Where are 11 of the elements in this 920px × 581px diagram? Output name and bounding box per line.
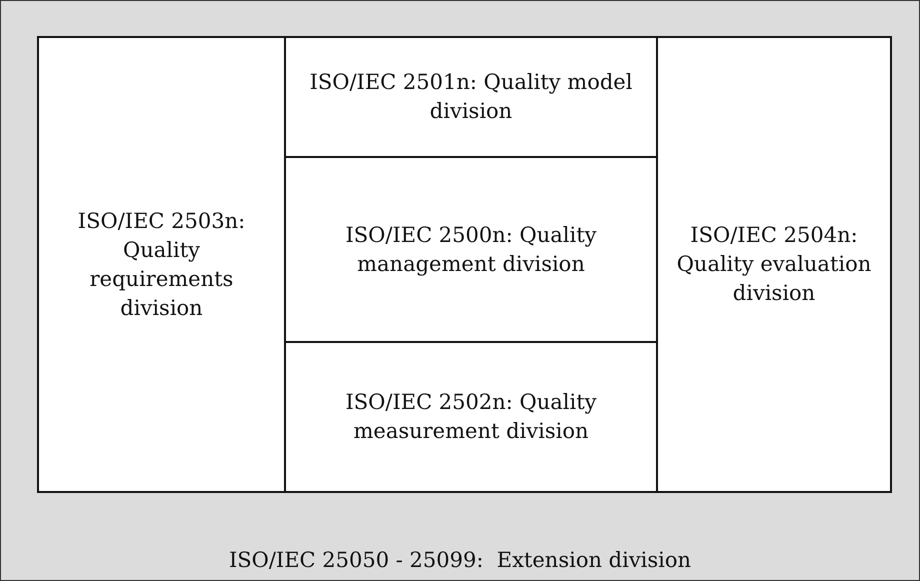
division-label: ISO/IEC 2500n: Quality management division (344, 222, 598, 278)
division-label: ISO/IEC 2504n: Quality evaluation division (676, 222, 872, 307)
division-box (284, 156, 658, 343)
division-box (656, 36, 892, 493)
division-label: ISO/IEC 2502n: Quality measurement division (344, 389, 598, 445)
division-label: ISO/IEC 2503n: Quality requirements division (76, 208, 246, 322)
division-box (37, 36, 286, 493)
division-box (284, 36, 658, 158)
division-box (284, 341, 658, 493)
division-label: ISO/IEC 2501n: Quality model division (308, 69, 634, 125)
panel-title: ISO/IEC 25050 - 25099: Extension division (228, 547, 692, 574)
